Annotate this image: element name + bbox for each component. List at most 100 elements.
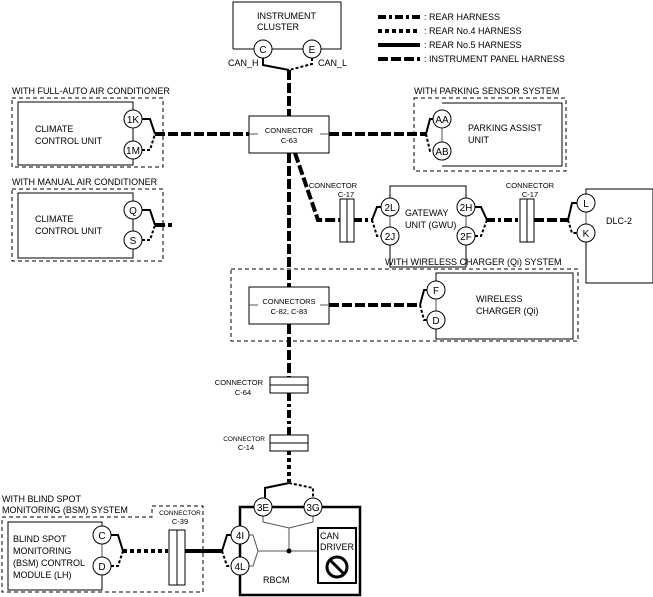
wire-ab [425,133,433,152]
can-driver-label: DRIVER [320,542,355,552]
pin-f-label: F [433,286,439,297]
pin-q-label: Q [129,206,137,217]
wire-aa [425,118,433,135]
legend-no5-label: : REAR No.5 HARNESS [424,40,522,50]
gateway-label: UNIT (GWU) [405,220,456,230]
c17-half [346,198,355,243]
c17-label: C-17 [522,190,538,199]
rbcm-internal-can [249,534,259,567]
rbcm: 3E 3G 4I 4L RBCM CAN DRIVER [230,497,362,597]
climate-label: CLIMATE [35,124,73,134]
legend-no4-label: : REAR No.4 HARNESS [424,26,522,36]
gateway-label: GATEWAY [405,208,448,218]
c39-label: C-39 [172,517,188,526]
bsm-group-label: MONITORING (BSM) SYSTEM [2,505,128,515]
climate-label: CONTROL UNIT [35,226,103,236]
pin-2h-label: 2H [460,203,473,214]
pin-bsm-c-label: C [98,531,105,542]
dlc-2: DLC-2 L K [567,188,653,284]
pin-s-label: S [130,236,137,247]
bsm-group: WITH BLIND SPOT MONITORING (BSM) SYSTEM … [1,494,204,593]
legend: : REAR HARNESS : REAR No.4 HARNESS : REA… [378,12,565,64]
c14-half [269,442,309,452]
c14-label: C-14 [238,443,254,452]
connector-c17-left: CONNECTOR C-17 [309,181,358,243]
pin-d [426,310,446,330]
wire-can-h [262,58,290,71]
pin-2h [456,197,476,217]
wire-4i [221,534,231,552]
wire-2h [475,206,488,221]
wire-c63-c17 [293,152,340,222]
manual-ac-group: WITH MANUAL AIR CONDITIONER CLIMATE CONT… [11,177,172,262]
c82-label: CONNECTORS [262,297,315,306]
c14-label: CONNECTOR [223,436,265,443]
pin-2j-label: 2J [385,232,396,243]
pin-1m-label: 1M [126,146,140,157]
wire-q [142,209,156,226]
pin-bsm-d [92,556,112,576]
wire-bsm-c [111,534,124,552]
pin-aa [432,109,452,129]
wire-s [142,224,156,241]
legend-rear-label: : REAR HARNESS [424,12,500,22]
pin-bsm-d-label: D [98,562,105,573]
pin-f [426,280,446,300]
pin-3g-label: 3G [306,503,320,514]
pin-l [576,193,596,213]
wireless-group: WITH WIRELESS CHARGER (Qi) SYSTEM WIRELE… [230,257,579,342]
wire-l [567,202,577,221]
bsm-dashed-box [1,505,204,593]
pin-e-label: E [309,45,316,56]
manual-dashed-box [11,188,164,262]
wire-can-l [288,58,313,71]
bsm-label: (BSM) CONTROL [13,558,85,568]
instrument-cluster-label: INSTRUMENT [257,11,316,21]
pin-k [576,223,596,243]
pin-3e [253,497,273,517]
connector-c63: CONNECTOR C-63 [248,115,330,154]
wireless-label: CHARGER (Qi) [476,306,539,316]
pin-c-label: C [259,45,266,56]
instrument-cluster: INSTRUMENT CLUSTER C E CAN_H CAN_L [228,1,347,71]
pin-aa-label: AA [435,115,449,126]
c64-half [269,384,309,394]
pin-3e-label: 3E [257,503,270,514]
wire-2f [475,219,488,237]
wire-bsm-d [111,550,124,567]
pin-4l-label: 4L [234,562,246,573]
parking-group: WITH PARKING SENSOR SYSTEM PARKING ASSIS… [413,86,567,172]
manual-group-label: WITH MANUAL AIR CONDITIONER [12,177,158,187]
wireless-group-label: WITH WIRELESS CHARGER (Qi) SYSTEM [385,257,562,267]
c64-half [269,376,309,386]
pin-ab [432,141,452,161]
pin-2j [380,226,400,246]
pin-3g [303,497,323,517]
pin-4l [230,556,250,576]
wire-1m [142,133,156,151]
full-auto-ac-group: WITH FULL-AUTO AIR CONDITIONER CLIMATE C… [11,86,170,168]
bsm-module-box [7,521,103,591]
bsm-group-label: WITH BLIND SPOT [2,494,82,504]
instrument-cluster-label: CLUSTER [257,22,300,32]
c82-label: C-82, C-83 [271,307,308,316]
connector-c64: CONNECTOR C-64 [215,376,309,397]
c14-half [269,434,309,444]
wireless-charger-box [435,272,574,340]
wireless-dashed-box [230,268,579,342]
wireless-label: WIRELESS [476,294,523,304]
bsm-label: BLIND SPOT [13,534,67,544]
full-auto-group-label: WITH FULL-AUTO AIR CONDITIONER [12,86,170,96]
climate-control-unit-box [17,192,134,259]
pin-k-label: K [583,229,590,240]
c17-half [519,198,528,243]
c17-half [339,198,348,243]
c64-label: C-64 [235,388,251,397]
wire-3g [288,482,314,498]
can-driver-label: CAN [320,531,339,541]
pin-1k-label: 1K [127,115,140,126]
c63-label: CONNECTOR [265,126,314,135]
wire-k [567,219,577,234]
pin-l-label: L [583,199,589,210]
